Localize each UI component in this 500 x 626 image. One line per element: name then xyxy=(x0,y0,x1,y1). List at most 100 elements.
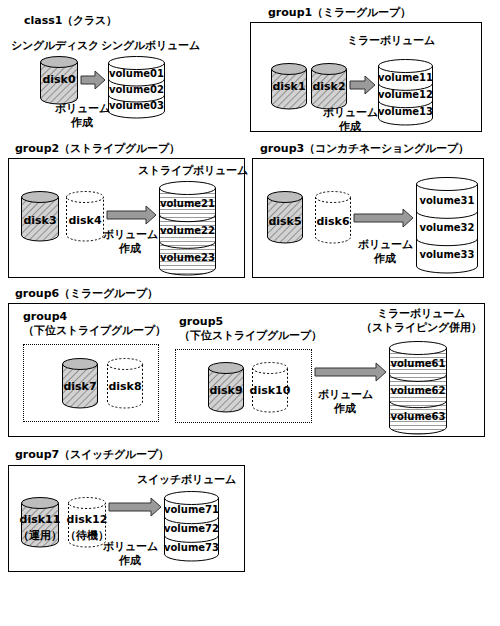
volume-name: volume03 xyxy=(109,100,164,112)
volume-name: volume23 xyxy=(160,252,215,264)
volume-name: volume12 xyxy=(378,89,433,101)
block-arrow xyxy=(315,363,386,381)
cylinder-body xyxy=(63,364,98,408)
cylinder-body xyxy=(316,197,351,243)
volume-name: volume63 xyxy=(390,411,445,423)
cylinder-top xyxy=(108,359,143,370)
cylinder-top xyxy=(268,192,303,203)
group-box: group6（ミラーグループ）group4 （下位ストライプグループ）disk7… xyxy=(8,303,485,437)
cylinder-top xyxy=(109,57,165,70)
volume-name: volume71 xyxy=(164,504,219,516)
disk-cylinder: disk8 xyxy=(107,358,143,408)
section-line xyxy=(390,374,447,381)
disk-cylinder: disk7 xyxy=(62,358,98,408)
volume-cylinder: ストライプボリュームvolume21volume22volume23 xyxy=(159,181,216,275)
volume-name: volume73 xyxy=(164,542,219,554)
cylinder-body xyxy=(209,368,244,412)
volume-name: volume32 xyxy=(419,222,474,234)
cylinder-body xyxy=(165,498,219,561)
disk-cylinder: disk11（運用） xyxy=(21,497,59,547)
disk-cylinder: disk9 xyxy=(208,362,244,412)
section-line xyxy=(160,215,216,222)
cylinder-top xyxy=(41,57,78,68)
cylinder-top xyxy=(312,64,347,75)
group-heading: group7（スイッチグループ） xyxy=(15,448,169,462)
volume-name: volume22 xyxy=(160,225,215,237)
disk-name: disk11 xyxy=(20,513,61,527)
class-label: class1（クラス） xyxy=(24,14,117,28)
volume-heading: ミラーボリューム xyxy=(347,34,435,48)
volume-cylinder: スイッチボリュームvolume71volume72volume73 xyxy=(164,491,219,561)
cylinder-body xyxy=(108,364,143,408)
cylinder-top xyxy=(63,359,98,370)
cylinder-top xyxy=(22,192,59,203)
disk-cylinder: disk10 xyxy=(252,362,288,412)
volume-name: volume11 xyxy=(378,72,433,84)
volume-heading: スイッチボリューム xyxy=(137,473,236,487)
volume-name: volume02 xyxy=(109,84,164,96)
section-line xyxy=(417,211,478,218)
volume-name: volume61 xyxy=(390,358,445,370)
disk-role: （待機） xyxy=(65,529,109,543)
cylinder-top xyxy=(22,498,59,509)
cylinder-body xyxy=(109,63,165,118)
cylinder-top xyxy=(69,498,106,509)
volume-heading: シングルボリューム xyxy=(101,39,200,53)
disk-name: disk0 xyxy=(42,73,75,87)
cylinder-top xyxy=(379,60,433,73)
volume-name: volume01 xyxy=(109,68,164,80)
cylinder-body xyxy=(390,348,447,434)
cylinder-top xyxy=(165,492,219,505)
disk-name: disk1 xyxy=(272,80,305,94)
disk-cylinder: disk5 xyxy=(267,191,303,243)
disk-name: disk3 xyxy=(23,214,56,228)
volume-name: volume62 xyxy=(390,385,445,397)
disk-cylinder: disk12（待機） xyxy=(68,497,106,547)
cylinder-top xyxy=(160,182,216,195)
action-label: ボリューム 作成 xyxy=(103,540,158,568)
volume-name: volume13 xyxy=(378,106,433,118)
disk-cylinder: disk1 xyxy=(271,63,307,109)
volume-cylinder: volume31volume32volume33 xyxy=(416,177,478,273)
cylinder-body xyxy=(22,197,59,241)
cylinder-body xyxy=(268,197,303,243)
volume-name: volume72 xyxy=(164,523,219,535)
group-heading: group1（ミラーグループ） xyxy=(268,6,411,20)
action-label: ボリューム 作成 xyxy=(103,228,158,256)
volume-heading: ミラーボリューム （ストライピング併用） xyxy=(361,307,482,335)
disk-name: disk8 xyxy=(108,380,141,394)
disk-cylinder: disk4 xyxy=(66,191,104,241)
action-label: ボリューム 作成 xyxy=(55,102,110,130)
disk-name: disk6 xyxy=(316,215,349,229)
cylinder-body xyxy=(160,188,216,275)
group-heading: group3（コンカチネーショングループ） xyxy=(260,142,469,156)
section-line xyxy=(165,535,219,542)
cylinder-body xyxy=(417,184,478,273)
disk-cylinder: disk2 xyxy=(311,63,347,109)
disk-name: disk5 xyxy=(268,215,301,229)
action-label: ボリューム 作成 xyxy=(318,388,373,416)
volume-name: volume21 xyxy=(160,198,215,210)
block-arrow xyxy=(354,209,413,227)
section-line xyxy=(390,401,447,408)
disk-heading: シングルディスク xyxy=(11,39,99,53)
action-label: ボリューム 作成 xyxy=(323,106,378,134)
section-line xyxy=(160,241,216,248)
cylinder-top xyxy=(209,363,244,374)
volume-cylinder: ミラーボリューム （ストライピング併用）volume61volume62volu… xyxy=(389,341,447,434)
block-arrow xyxy=(81,71,105,89)
group-box: group3（コンカチネーショングループ）disk5disk6volume31v… xyxy=(252,158,484,278)
cylinder-body xyxy=(67,197,104,241)
disk-name: disk9 xyxy=(209,384,242,398)
volume-name: volume33 xyxy=(419,249,474,261)
subgroup-box: group4 （下位ストライプグループ）disk7disk8 xyxy=(23,344,159,422)
disk-cylinder: シングルディスクdisk0 xyxy=(40,56,78,104)
block-arrow xyxy=(107,206,156,224)
section-line xyxy=(417,239,478,246)
subgroup-heading: group4 （下位ストライプグループ） xyxy=(23,310,166,338)
group-box: group2（ストライプグループ）disk3disk4ストライプボリュームvol… xyxy=(8,158,245,278)
disk-name: disk7 xyxy=(63,380,96,394)
cylinder-top xyxy=(67,192,104,203)
disk-cylinder: disk6 xyxy=(315,191,351,243)
